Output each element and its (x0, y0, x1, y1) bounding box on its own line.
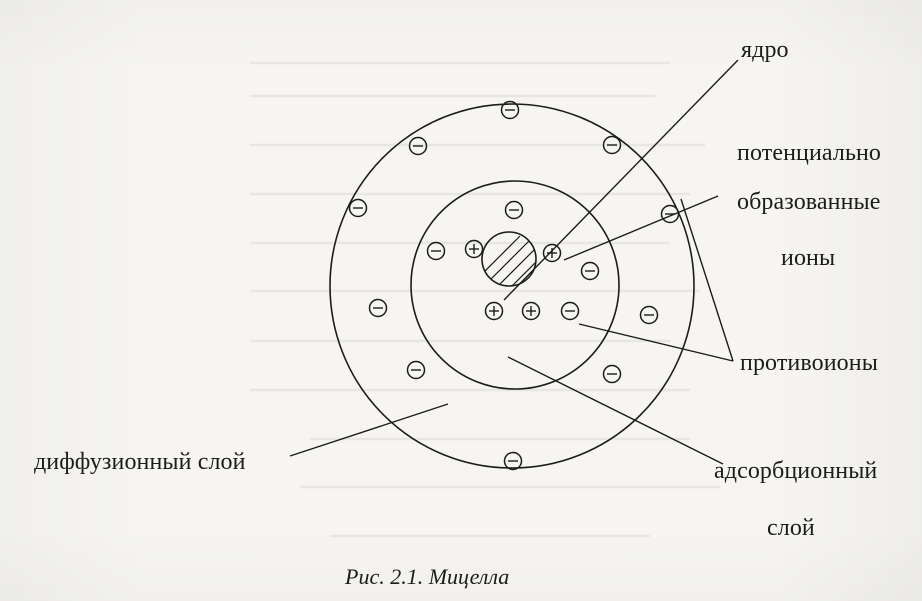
diffuse-layer-label: диффузионный слой (34, 449, 246, 475)
positive-ion-icon (542, 243, 562, 263)
adsorption-layer-label-line-2: слой (767, 515, 815, 541)
positive-ion-icon (484, 301, 504, 321)
counterions-leader-line-inner (578, 323, 734, 362)
counterions-leader-line-outer (680, 198, 734, 362)
core-circle (481, 231, 537, 287)
negative-ion-icon (348, 198, 368, 218)
core-group (481, 231, 537, 287)
core-hatching (482, 235, 536, 286)
potential-ions-label-line-3: ионы (781, 245, 836, 271)
figure-caption: Рис. 2.1. Мицелла (345, 564, 510, 589)
potential-ions-label-line-2: образованные (737, 189, 881, 215)
inner-circle (410, 180, 620, 390)
negative-ion-icon (660, 204, 680, 224)
positive-ion-icon (464, 239, 484, 259)
adsorption-layer-leader-line (507, 356, 724, 465)
counterions-label: противоионы (740, 350, 878, 376)
diffuse-layer-leader-line (289, 403, 449, 457)
adsorption-layer-label-line-1: адсорбционный (714, 458, 878, 484)
negative-ion-icon (580, 261, 600, 281)
negative-ion-icon (408, 136, 428, 156)
negative-ion-icon (560, 301, 580, 321)
ions-group (348, 100, 680, 471)
leader-lines (289, 59, 739, 465)
negative-ion-icon (602, 135, 622, 155)
positive-ion-icon (521, 301, 541, 321)
negative-ion-icon (500, 100, 520, 120)
negative-ion-icon (406, 360, 426, 380)
negative-ion-icon (426, 241, 446, 261)
core-label: ядро (741, 37, 789, 63)
core-leader-line (503, 59, 739, 301)
potential-ions-label-line-1: потенциально (737, 140, 882, 166)
negative-ion-icon (368, 298, 388, 318)
outer-circle (329, 103, 695, 469)
negative-ion-icon (602, 364, 622, 384)
potential-ions-leader-line (563, 195, 719, 261)
negative-ion-icon (503, 451, 523, 471)
negative-ion-icon (504, 200, 524, 220)
negative-ion-icon (639, 305, 659, 325)
